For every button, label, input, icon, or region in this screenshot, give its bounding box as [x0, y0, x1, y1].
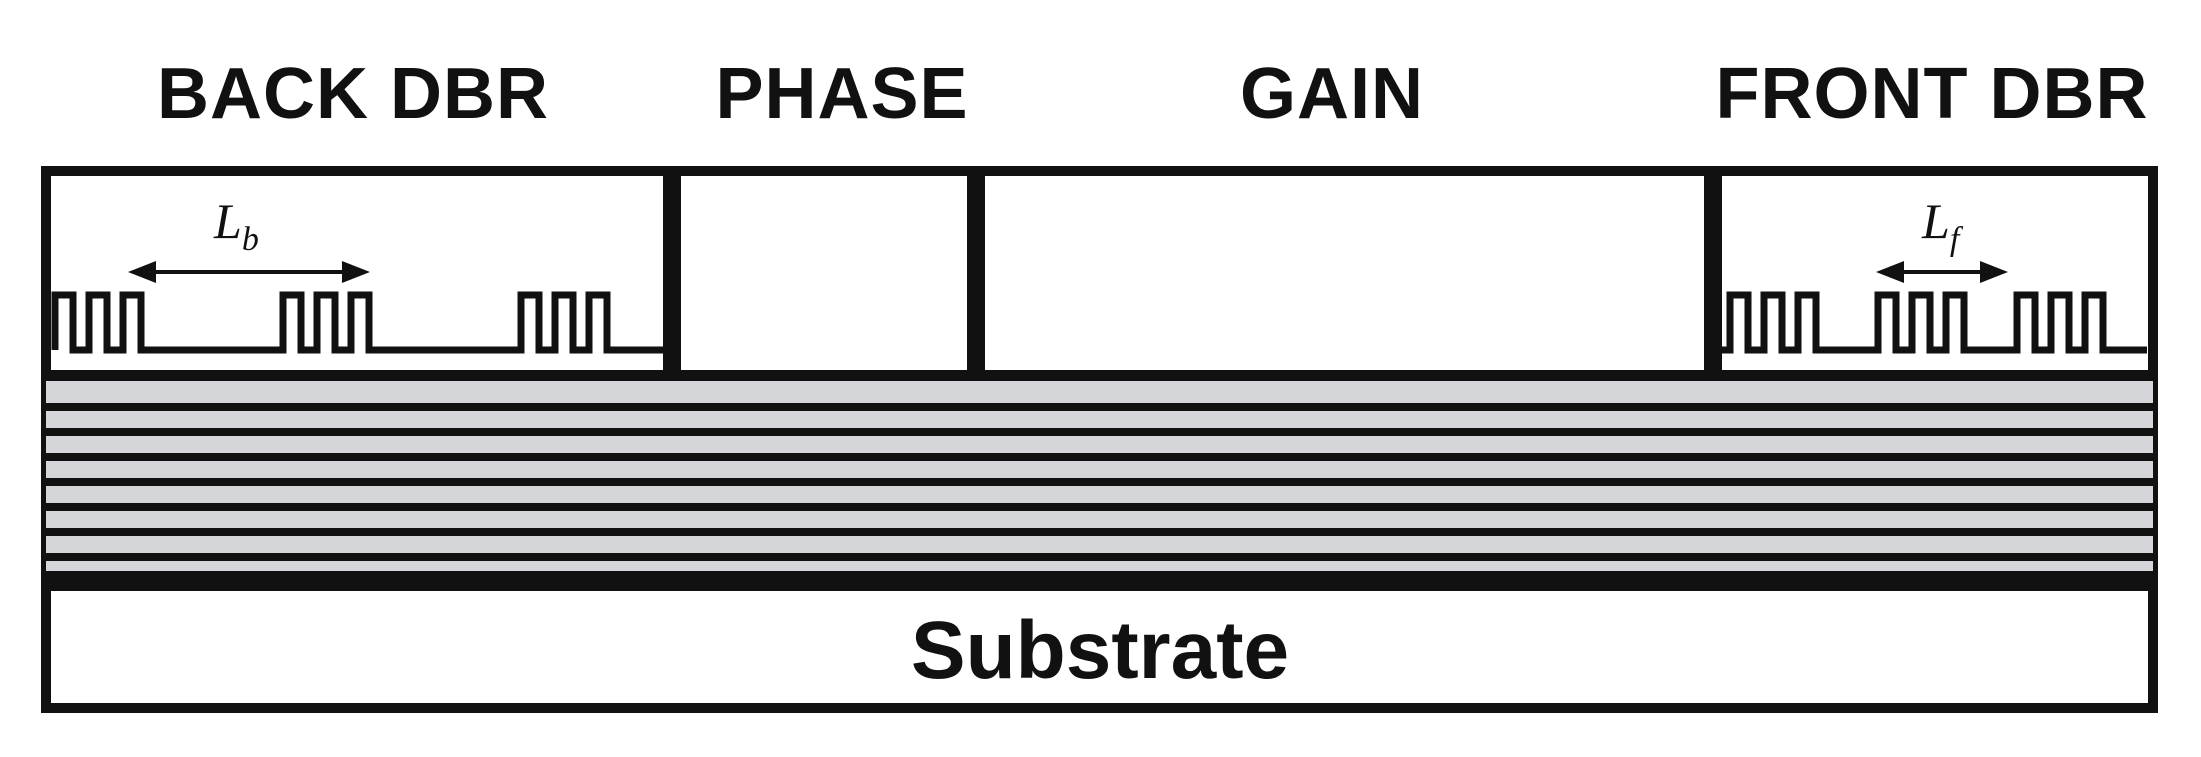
stack-line	[46, 403, 2153, 411]
front-dbr-label: FRONT DBR	[1716, 54, 2149, 134]
stack-band	[46, 536, 2153, 553]
front-period-label: Lf	[1921, 193, 1964, 258]
waveguide-layer	[46, 370, 2153, 381]
back-grating	[51, 291, 663, 354]
stack-line	[46, 553, 2153, 561]
stack-band	[46, 561, 2153, 571]
stack-band	[46, 411, 2153, 428]
substrate-label: Substrate	[911, 605, 1289, 696]
stack-line	[46, 478, 2153, 486]
divider-gain-front	[1704, 171, 1722, 377]
stack-line	[46, 528, 2153, 536]
back-period-label: Lb	[213, 193, 259, 258]
divider-back-phase	[663, 171, 681, 377]
stack-band	[46, 381, 2153, 403]
gain-label: GAIN	[1240, 54, 1424, 134]
phase-label: PHASE	[715, 54, 968, 134]
stack-line	[46, 503, 2153, 511]
stack-line	[46, 428, 2153, 436]
divider-phase-gain	[967, 171, 985, 377]
stack-band	[46, 511, 2153, 528]
stack-band	[46, 436, 2153, 453]
back-period-arrow	[128, 261, 370, 283]
layer-stack	[46, 381, 2153, 591]
substrate-region	[51, 591, 2148, 703]
front-period-arrow	[1876, 261, 2008, 283]
stack-band	[46, 461, 2153, 478]
stack-band	[46, 486, 2153, 503]
front-grating	[1722, 291, 2147, 354]
stack-bottom-thick	[46, 571, 2153, 591]
back-dbr-label: BACK DBR	[157, 54, 549, 134]
stack-line	[46, 453, 2153, 461]
